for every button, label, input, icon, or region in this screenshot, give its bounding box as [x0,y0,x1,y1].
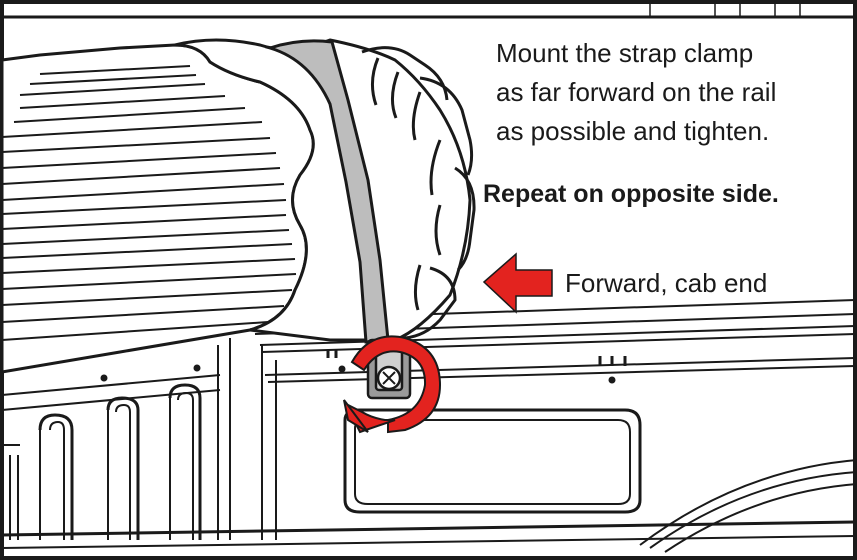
mounting-instructions: Mount the strap clamp as far forward on … [496,34,846,151]
left-arrow-icon [482,252,553,314]
instruction-line-3: as possible and tighten. [496,116,770,146]
strap [265,39,390,344]
direction-label: Forward, cab end [565,268,768,298]
rolled-tonneau-cover [0,38,476,374]
repeat-note: Repeat on opposite side. [483,180,779,208]
instruction-line-1: Mount the strap clamp [496,38,754,68]
instruction-line-2: as far forward on the rail [496,77,777,107]
rotate-clockwise-icon [343,335,442,434]
